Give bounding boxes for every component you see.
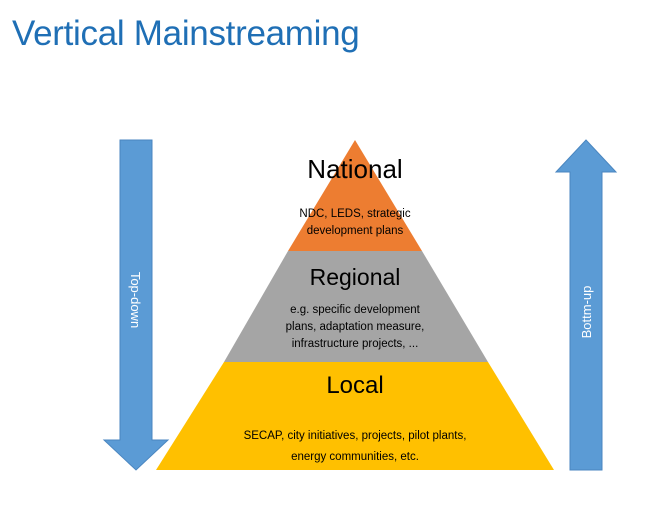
regional-tier bbox=[224, 251, 488, 362]
regional-text-line-2: plans, adaptation measure, bbox=[286, 321, 425, 333]
national-text-line-2: development plans bbox=[307, 225, 404, 237]
regional-text-line-3: infrastructure projects, ... bbox=[292, 338, 419, 350]
bottom-up-arrow bbox=[554, 139, 618, 471]
regional-text-line-1: e.g. specific development bbox=[290, 304, 421, 316]
national-text-line-1: NDC, LEDS, strategic bbox=[299, 208, 410, 220]
local-text-line-2: energy communities, etc. bbox=[291, 451, 419, 463]
regional-title: Regional bbox=[310, 264, 401, 290]
national-title: National bbox=[307, 154, 402, 184]
bottom-up-label: Bottm-up bbox=[579, 286, 594, 339]
local-title: Local bbox=[326, 372, 383, 399]
local-tier bbox=[156, 362, 554, 470]
local-text-line-1: SECAP, city initiatives, projects, pilot… bbox=[244, 430, 467, 442]
national-tier bbox=[288, 140, 422, 251]
page-title: Vertical Mainstreaming bbox=[12, 14, 360, 53]
top-down-arrow bbox=[102, 139, 170, 471]
top-down-label: Top-down bbox=[128, 272, 143, 328]
